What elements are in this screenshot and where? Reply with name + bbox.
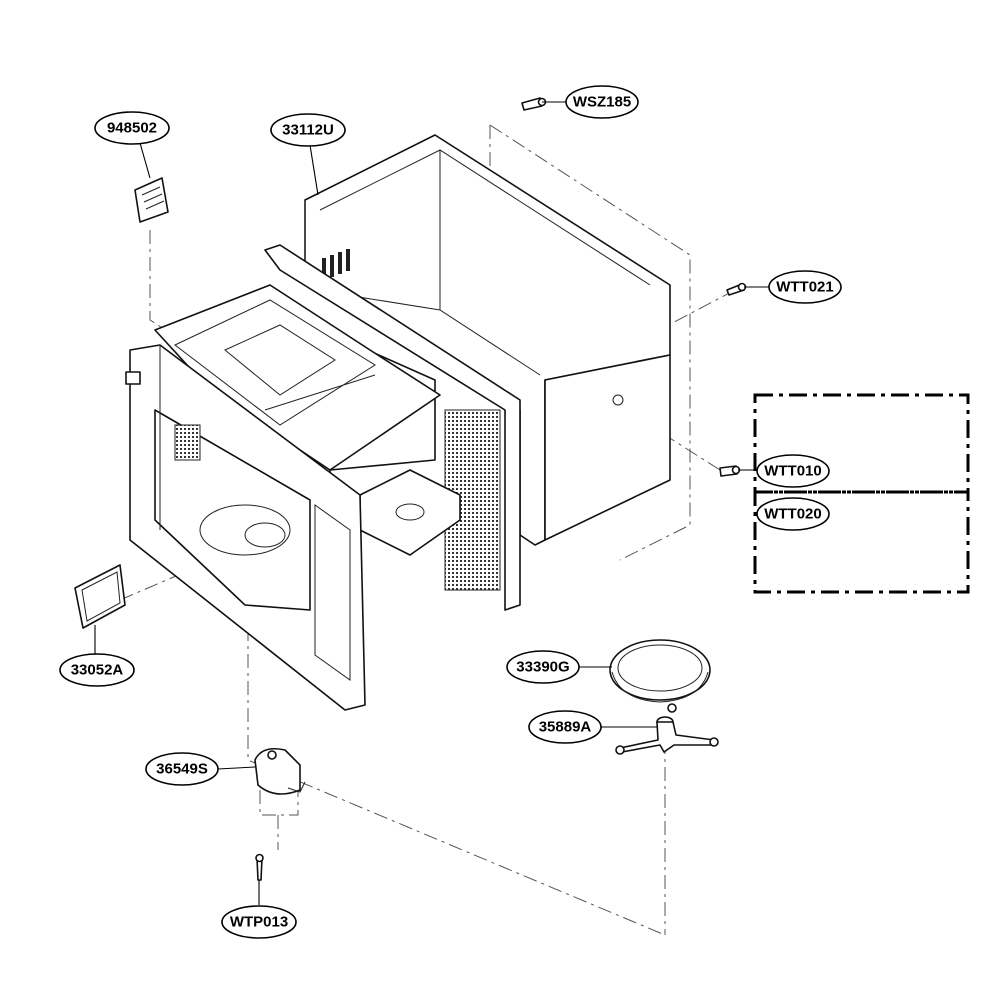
screw-wtp013-icon — [255, 853, 264, 881]
label-33112U-text: 33112U — [282, 122, 334, 139]
part-36549S-motor — [254, 747, 306, 795]
label-36549S: 36549S — [145, 752, 219, 786]
label-33390G-text: 33390G — [516, 659, 569, 676]
label-35889A: 35889A — [528, 710, 602, 744]
screw-wsz185-icon — [521, 97, 547, 111]
label-WTT010-text: WTT010 — [764, 463, 822, 480]
part-35889A-roller-support — [615, 703, 719, 755]
screw-wtt010-icon — [719, 465, 741, 477]
cabinet-vent-slots — [322, 249, 350, 280]
label-33112U: 33112U — [270, 113, 346, 147]
label-36549S-text: 36549S — [156, 761, 208, 778]
part-948502-clip — [134, 177, 169, 223]
label-948502-text: 948502 — [107, 120, 157, 137]
label-WTT021: WTT021 — [768, 270, 842, 304]
label-WTT020: WTT020 — [756, 497, 830, 531]
label-33052A: 33052A — [59, 653, 135, 687]
label-35889A-text: 35889A — [539, 719, 592, 736]
label-WTT021-text: WTT021 — [776, 279, 834, 296]
screw-wtt021-icon — [726, 282, 747, 296]
label-948502: 948502 — [94, 111, 170, 145]
part-33390G-glass-tray — [609, 639, 711, 703]
label-33052A-text: 33052A — [71, 662, 124, 679]
label-WTP013: WTP013 — [221, 905, 297, 939]
front-frame — [125, 344, 366, 711]
label-WTP013-text: WTP013 — [230, 914, 288, 931]
label-WTT010: WTT010 — [756, 454, 830, 488]
label-WSZ185: WSZ185 — [565, 85, 639, 119]
label-WSZ185-text: WSZ185 — [573, 94, 631, 111]
label-33390G: 33390G — [506, 650, 580, 684]
part-33052A-cover — [74, 564, 126, 629]
label-WTT020-text: WTT020 — [764, 506, 822, 523]
screw-kit-boxes — [753, 393, 970, 594]
leader-lines — [94, 101, 770, 905]
oven-cavity-chassis — [154, 244, 521, 611]
